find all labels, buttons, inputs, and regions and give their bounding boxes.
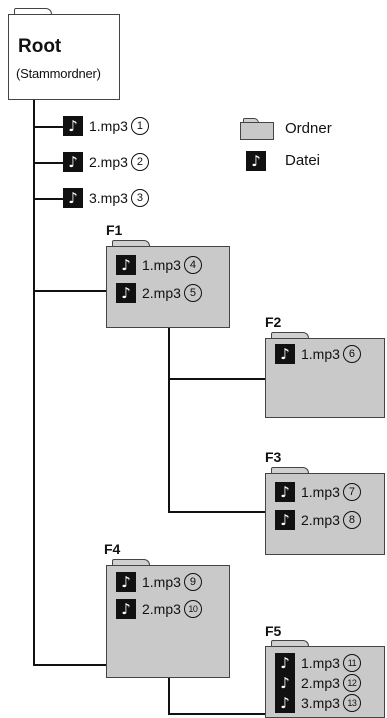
folder-label-f3: F3 bbox=[265, 449, 282, 465]
file-name: 2.mp3 bbox=[301, 675, 340, 691]
file-item: ♪ 1.mp3 7 bbox=[275, 481, 361, 503]
music-note-icon: ♪ bbox=[63, 152, 83, 172]
file-name: 1.mp3 bbox=[301, 484, 340, 500]
file-item: ♪ 2.mp3 2 bbox=[63, 151, 149, 173]
connector-line bbox=[33, 126, 63, 128]
connector-line bbox=[33, 664, 107, 666]
file-item: ♪ 1.mp3 9 bbox=[116, 571, 202, 593]
play-order-badge: 1 bbox=[130, 117, 149, 135]
music-note-icon: ♪ bbox=[275, 344, 295, 364]
file-item: ♪ 2.mp3 5 bbox=[116, 282, 202, 304]
music-note-icon: ♪ bbox=[116, 572, 136, 592]
play-order-badge: 5 bbox=[183, 284, 202, 302]
music-note-icon: ♪ bbox=[63, 188, 83, 208]
folder-label-f2: F2 bbox=[265, 314, 282, 330]
file-item: ♪ 2.mp3 8 bbox=[275, 509, 361, 531]
file-name: 1.mp3 bbox=[142, 257, 181, 273]
play-order-badge: 8 bbox=[342, 511, 361, 529]
play-order-badge: 13 bbox=[342, 694, 361, 712]
music-note-icon: ♪ bbox=[275, 482, 295, 502]
file-item: ♪ 1.mp3 1 bbox=[63, 115, 149, 137]
connector-line bbox=[33, 162, 63, 164]
file-name: 2.mp3 bbox=[89, 154, 128, 170]
play-order-badge: 3 bbox=[130, 189, 149, 207]
connector-line bbox=[33, 100, 35, 665]
play-order-badge: 12 bbox=[342, 674, 361, 692]
root-folder: Root (Stammordner) bbox=[8, 8, 120, 100]
connector-line bbox=[168, 328, 170, 512]
music-note-icon: ♪ bbox=[275, 673, 295, 693]
music-note-icon: ♪ bbox=[63, 116, 83, 136]
file-name: 1.mp3 bbox=[142, 574, 181, 590]
legend-file-label: Datei bbox=[285, 152, 321, 169]
play-order-badge: 11 bbox=[342, 654, 361, 672]
play-order-badge: 6 bbox=[342, 345, 361, 363]
play-order-badge: 2 bbox=[130, 153, 149, 171]
file-name: 3.mp3 bbox=[301, 695, 340, 711]
play-order-badge: 9 bbox=[183, 573, 202, 591]
file-name: 2.mp3 bbox=[301, 512, 340, 528]
folder-label-f1: F1 bbox=[106, 222, 123, 238]
music-note-icon: ♪ bbox=[246, 151, 266, 171]
file-name: 1.mp3 bbox=[89, 118, 128, 134]
file-item: ♪ 1.mp3 11 bbox=[275, 652, 361, 674]
file-name: 3.mp3 bbox=[89, 190, 128, 206]
file-item: ♪ 3.mp3 3 bbox=[63, 187, 149, 209]
file-item: ♪ 1.mp3 4 bbox=[116, 254, 202, 276]
file-name: 2.mp3 bbox=[142, 601, 181, 617]
folder-label-f4: F4 bbox=[104, 541, 121, 557]
music-note-icon: ♪ bbox=[275, 510, 295, 530]
root-subtitle: (Stammordner) bbox=[16, 66, 101, 81]
folder-tab bbox=[14, 8, 52, 15]
connector-line bbox=[168, 511, 265, 513]
connector-line bbox=[168, 678, 170, 714]
music-note-icon: ♪ bbox=[275, 653, 295, 673]
legend-folder-label: Ordner bbox=[285, 120, 332, 137]
music-note-icon: ♪ bbox=[116, 599, 136, 619]
file-item: ♪ 3.mp3 13 bbox=[275, 692, 361, 714]
connector-line bbox=[33, 198, 63, 200]
file-item: ♪ 2.mp3 12 bbox=[275, 672, 361, 694]
play-order-badge: 7 bbox=[342, 483, 361, 501]
file-name: 2.mp3 bbox=[142, 285, 181, 301]
play-order-badge: 4 bbox=[183, 256, 202, 274]
music-note-icon: ♪ bbox=[275, 693, 295, 713]
legend-folder-icon bbox=[240, 118, 274, 140]
folder-body bbox=[8, 14, 120, 100]
file-name: 1.mp3 bbox=[301, 655, 340, 671]
folder-label-f5: F5 bbox=[265, 623, 282, 639]
file-item: ♪ 1.mp3 6 bbox=[275, 343, 361, 365]
file-name: 1.mp3 bbox=[301, 346, 340, 362]
connector-line bbox=[33, 290, 107, 292]
file-item: ♪ 2.mp3 10 bbox=[116, 598, 202, 620]
play-order-badge: 10 bbox=[183, 600, 202, 618]
root-title: Root bbox=[18, 36, 62, 57]
music-note-icon: ♪ bbox=[116, 255, 136, 275]
connector-line bbox=[168, 378, 265, 380]
music-note-icon: ♪ bbox=[116, 283, 136, 303]
